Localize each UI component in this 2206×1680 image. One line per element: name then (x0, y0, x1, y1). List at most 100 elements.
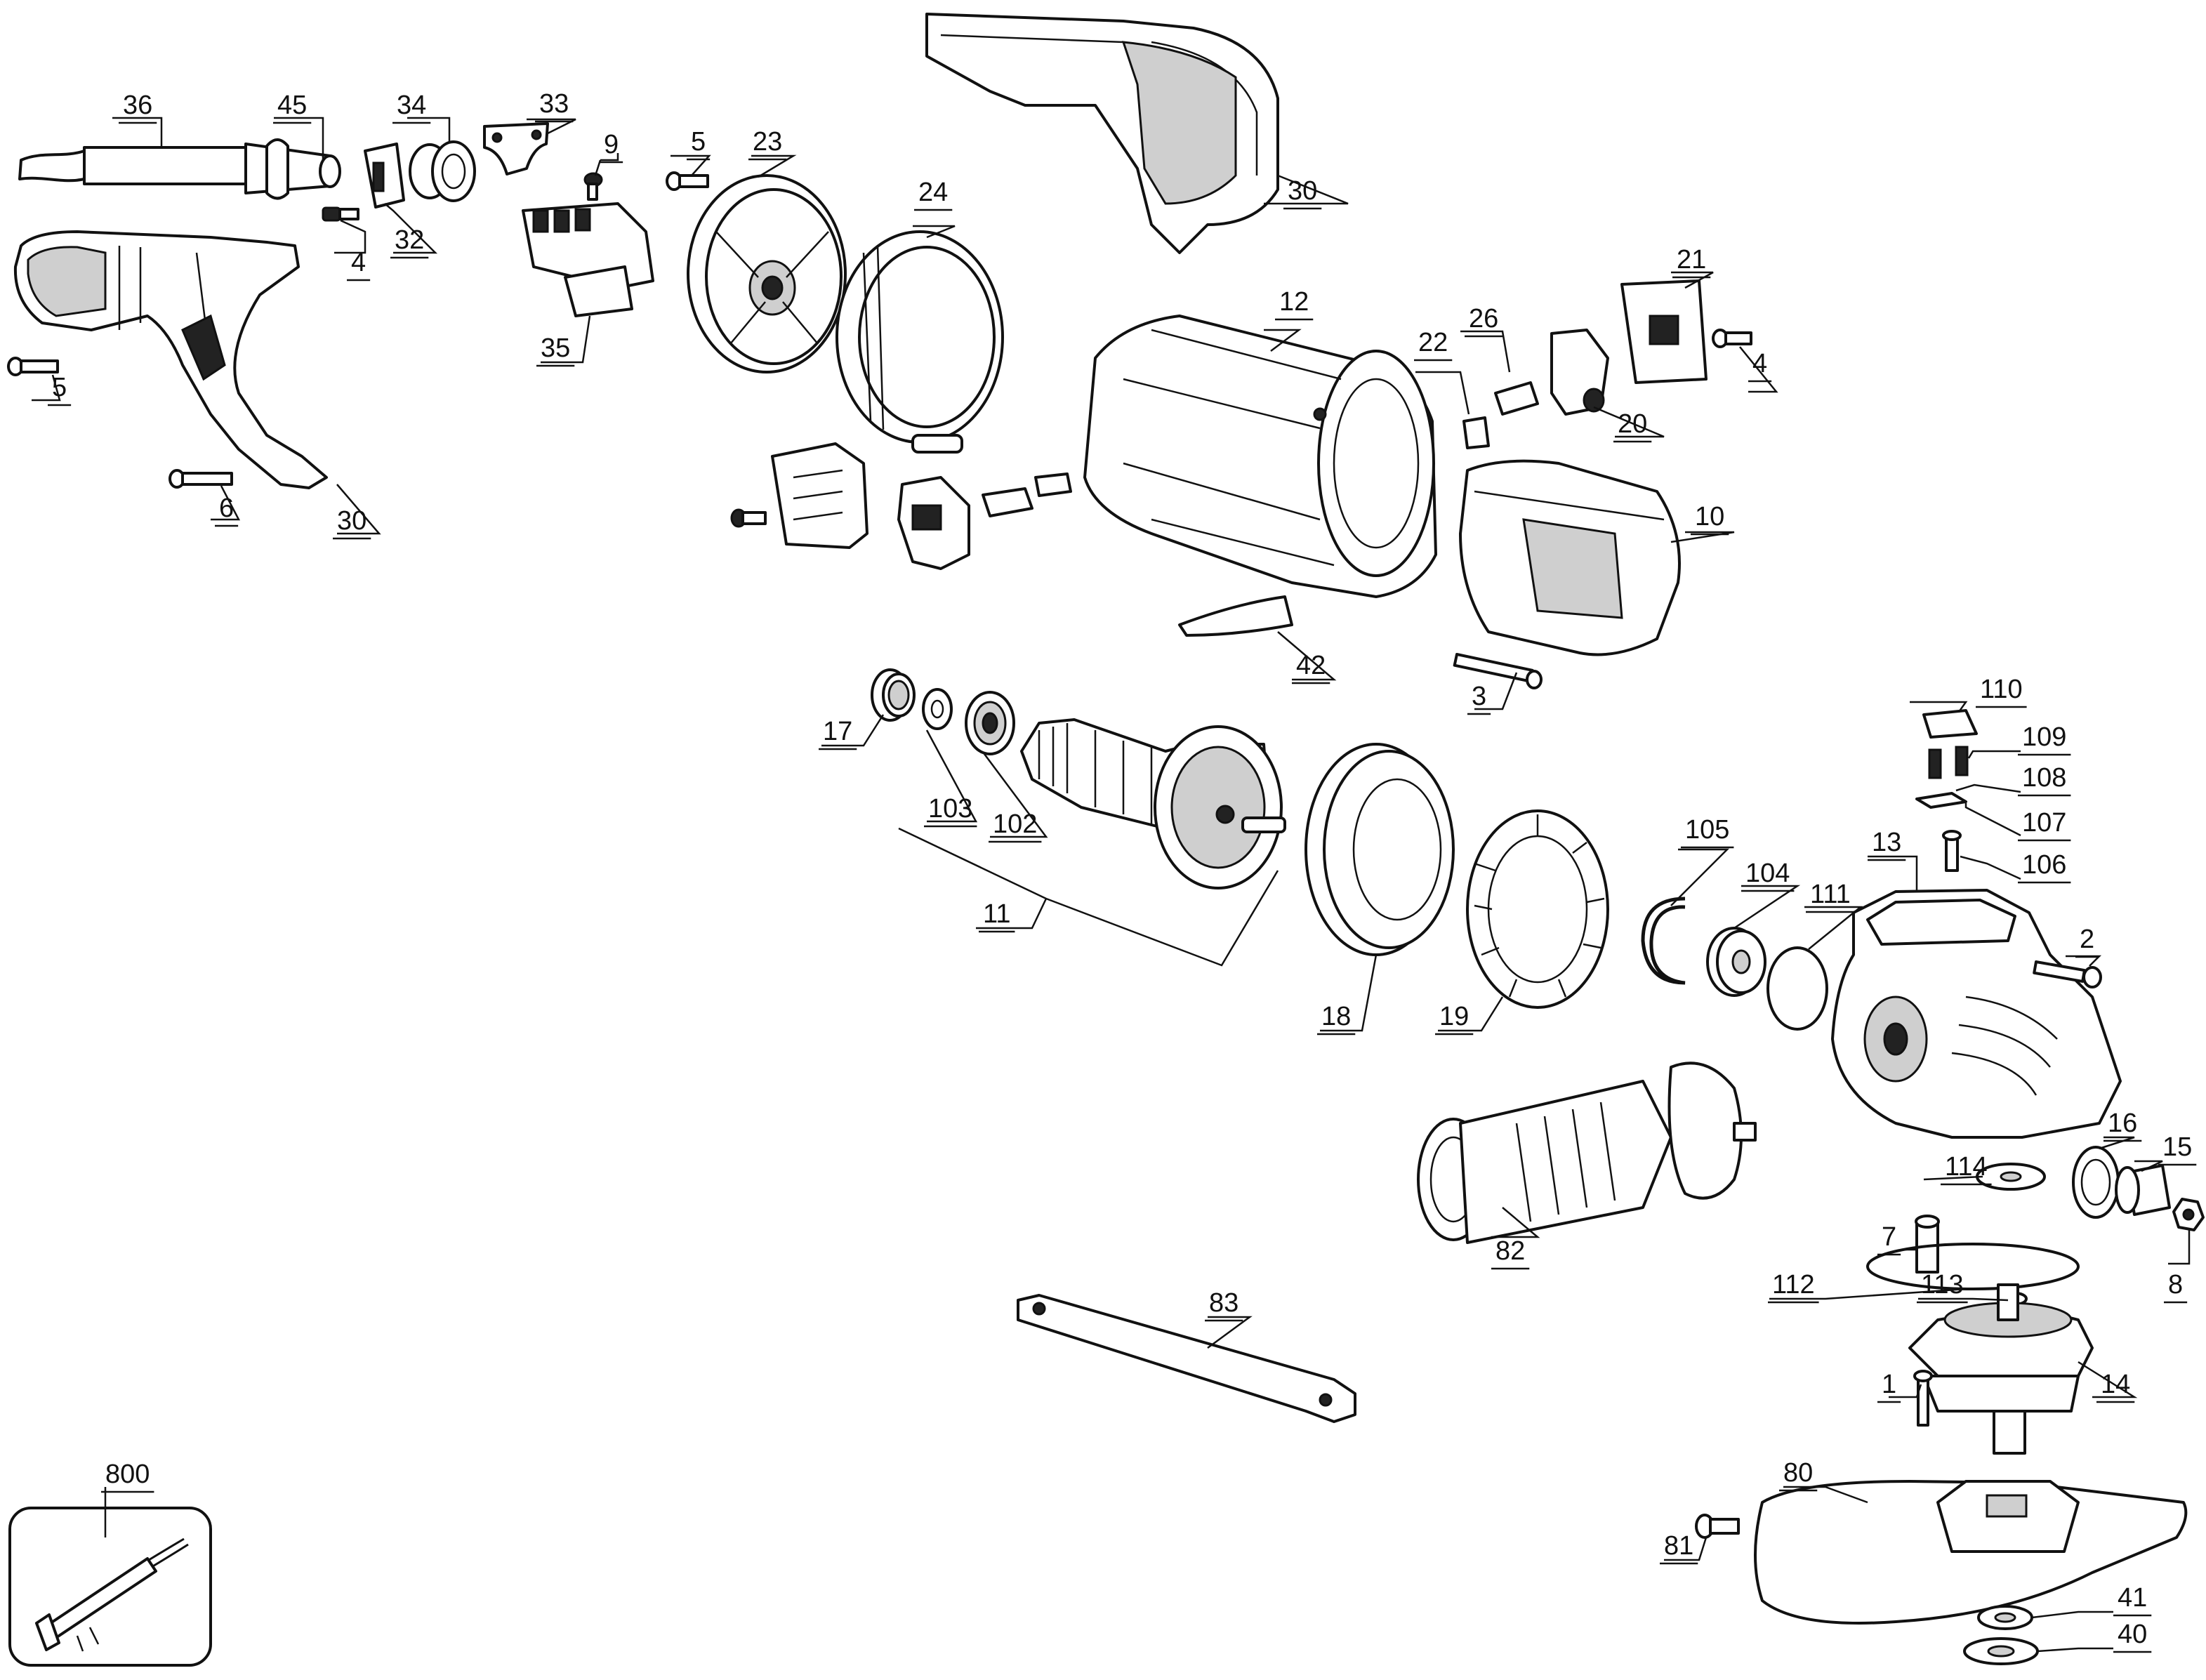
part-bearing-102 (965, 691, 1015, 755)
part-side-handle (1417, 1061, 1757, 1244)
callout-23: 23 (753, 127, 782, 157)
callout-32: 32 (395, 225, 424, 255)
part-screw-5-top (666, 171, 709, 191)
part-screw-2 (2033, 960, 2102, 988)
callout-7: 7 (1882, 1222, 1896, 1252)
callout-16: 16 (2108, 1109, 2137, 1138)
callout-114: 114 (1945, 1152, 1988, 1182)
callout-30: 30 (337, 506, 366, 536)
part-end-bell (687, 174, 847, 373)
part-o-ring-111 (1766, 946, 1828, 1031)
callout-24: 24 (918, 178, 948, 207)
part-cord-clip (483, 122, 549, 176)
callout-109: 109 (2022, 722, 2066, 752)
part-outer-flange (1963, 1637, 2039, 1665)
callout-106: 106 (2022, 850, 2066, 880)
part-brush-holder-right (1550, 329, 1609, 416)
callout-35: 35 (541, 333, 570, 363)
callout-41: 41 (2118, 1583, 2147, 1613)
callout-40: 40 (2118, 1620, 2147, 1649)
callout-8: 8 (2168, 1270, 2183, 1299)
part-pinion (2115, 1164, 2171, 1216)
part-bearing-cap (871, 668, 916, 722)
callout-20: 20 (1618, 409, 1647, 439)
part-brush-cap-right (1620, 279, 1708, 384)
callout-800: 800 (105, 1460, 150, 1489)
part-spacer-114 (1976, 1163, 2046, 1191)
callout-110: 110 (1980, 675, 2023, 704)
callout-10: 10 (1695, 502, 1724, 531)
part-switch (522, 202, 654, 317)
part-inner-flange (1977, 1605, 2033, 1630)
part-retaining-ring (1641, 897, 1686, 985)
part-power-cord (18, 138, 341, 200)
part-screw-5-left (7, 357, 59, 376)
callout-21: 21 (1677, 245, 1706, 275)
part-field-coil (1459, 459, 1681, 656)
callout-6: 6 (219, 494, 234, 523)
part-armature (1020, 718, 1286, 889)
callout-113: 113 (1921, 1270, 1964, 1299)
callout-4: 4 (1752, 349, 1767, 378)
callout-45: 45 (277, 91, 307, 120)
part-screw-9 (583, 172, 603, 201)
part-bearing-104 (1706, 927, 1766, 997)
callout-26: 26 (1469, 304, 1498, 333)
callout-17: 17 (823, 717, 852, 746)
part-screw-81 (1695, 1514, 1740, 1539)
part-screw-1 (1913, 1370, 1933, 1427)
callout-3: 3 (1472, 682, 1486, 711)
callout-11: 11 (983, 899, 1010, 929)
callout-5: 5 (691, 127, 706, 157)
part-screw-3 (1453, 653, 1543, 689)
callout-5: 5 (52, 373, 67, 402)
part-gasket (1866, 1243, 2080, 1290)
part-field-housing (1083, 315, 1437, 598)
part-bushing (409, 140, 476, 202)
part-lock-pin (1942, 830, 1962, 872)
part-pin-7 (1915, 1215, 1940, 1274)
part-brush-screw-left (730, 508, 767, 528)
callout-103: 103 (928, 794, 972, 824)
part-brush-left (982, 472, 1072, 517)
part-lock-plate (1915, 792, 1967, 809)
part-screw-4-right (1712, 329, 1752, 348)
part-needle-bearing (2072, 1146, 2120, 1219)
callout-34: 34 (397, 91, 426, 120)
part-gear-case (1831, 889, 2122, 1139)
part-spindle-assembly (1908, 1283, 2094, 1455)
callout-9: 9 (604, 130, 619, 159)
callout-4: 4 (351, 248, 366, 277)
callout-107: 107 (2022, 808, 2066, 838)
callout-30: 30 (1288, 176, 1317, 206)
part-springs (1928, 746, 1969, 779)
callout-81: 81 (1664, 1531, 1693, 1561)
part-housing-half-left (13, 230, 328, 489)
callout-2: 2 (2080, 925, 2094, 954)
callout-82: 82 (1495, 1236, 1525, 1266)
part-brush-holder-left (897, 476, 970, 570)
part-spindle-lock-button (1922, 709, 1978, 739)
callout-111: 111 (1810, 880, 1851, 909)
part-fan (1466, 809, 1609, 1009)
callout-105: 105 (1685, 815, 1729, 845)
callout-13: 13 (1872, 828, 1901, 857)
part-baffle (1305, 743, 1455, 956)
callout-42: 42 (1296, 651, 1326, 680)
callout-108: 108 (2022, 763, 2066, 793)
part-brush-spring (1462, 416, 1490, 449)
part-insulation-sheet (1178, 595, 1293, 637)
callout-112: 112 (1772, 1270, 1815, 1299)
callout-14: 14 (2101, 1370, 2130, 1399)
callout-12: 12 (1279, 287, 1309, 317)
callout-15: 15 (2162, 1132, 2192, 1162)
callout-labels: 36 45 34 33 9 5 23 30 4 32 24 35 5 6 30 … (48, 89, 2197, 1653)
part-housing-half-top (925, 13, 1279, 254)
callout-19: 19 (1439, 1002, 1469, 1031)
part-baffle-ring (835, 230, 1004, 454)
callout-18: 18 (1321, 1002, 1351, 1031)
callout-80: 80 (1783, 1458, 1813, 1488)
part-wrench (1017, 1294, 1356, 1423)
callout-36: 36 (123, 91, 152, 120)
